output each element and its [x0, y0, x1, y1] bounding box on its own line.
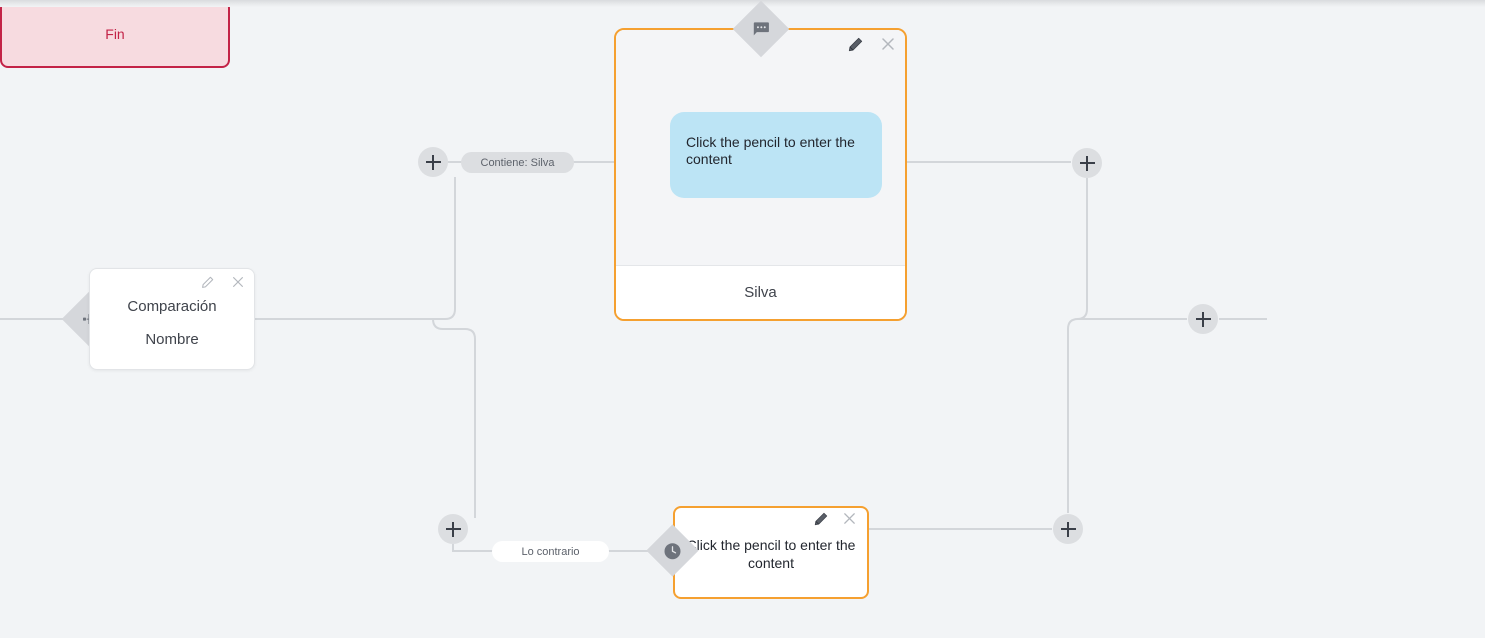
delay-node[interactable]: Click the pencil to enter the content: [673, 506, 869, 599]
close-icon[interactable]: [842, 511, 857, 526]
close-icon[interactable]: [231, 275, 245, 289]
end-node-label: Fin: [105, 26, 125, 42]
comparison-node-title: Comparación: [127, 298, 217, 315]
message-node-footer: Silva: [616, 265, 905, 319]
chat-bubble-icon: [753, 21, 770, 37]
clock-icon: [664, 542, 682, 560]
message-node-tools: [848, 36, 896, 52]
pencil-icon[interactable]: [814, 512, 828, 526]
add-step-branch-false[interactable]: [438, 514, 468, 544]
delay-node-tools: [814, 511, 857, 526]
end-node[interactable]: Fin: [0, 0, 230, 68]
edge-delay-merge: [1067, 318, 1187, 513]
add-step-before-end[interactable]: [1188, 304, 1218, 334]
message-node-body: Click the pencil to enter the content: [616, 30, 905, 265]
comparison-node-tools: [201, 275, 245, 289]
delay-node-text[interactable]: Click the pencil to enter the content: [686, 537, 856, 572]
message-node[interactable]: Click the pencil to enter the content Si…: [614, 28, 907, 321]
edge-message-merge: [1076, 178, 1187, 320]
edge-label-branch-false[interactable]: Lo contrario: [492, 541, 609, 562]
delay-node-badge[interactable]: [646, 524, 699, 577]
edge-to-branch-true: [255, 177, 456, 320]
close-icon[interactable]: [880, 36, 896, 52]
pencil-icon[interactable]: [848, 37, 863, 52]
comparison-node-subtitle: Nombre: [145, 331, 199, 348]
comparison-node[interactable]: Comparación Nombre: [89, 268, 255, 370]
edge-plus-to-label-false: [452, 544, 496, 552]
add-step-branch-true[interactable]: [418, 147, 448, 177]
message-node-badge[interactable]: [732, 0, 790, 58]
edge-label-branch-true[interactable]: Contiene: Silva: [461, 152, 574, 173]
pencil-icon[interactable]: [201, 276, 214, 289]
edge-to-branch-false: [432, 318, 476, 518]
add-step-after-delay[interactable]: [1053, 514, 1083, 544]
top-toolbar-shadow: [0, 0, 1485, 7]
add-step-after-message[interactable]: [1072, 148, 1102, 178]
message-bubble[interactable]: Click the pencil to enter the content: [670, 112, 882, 198]
